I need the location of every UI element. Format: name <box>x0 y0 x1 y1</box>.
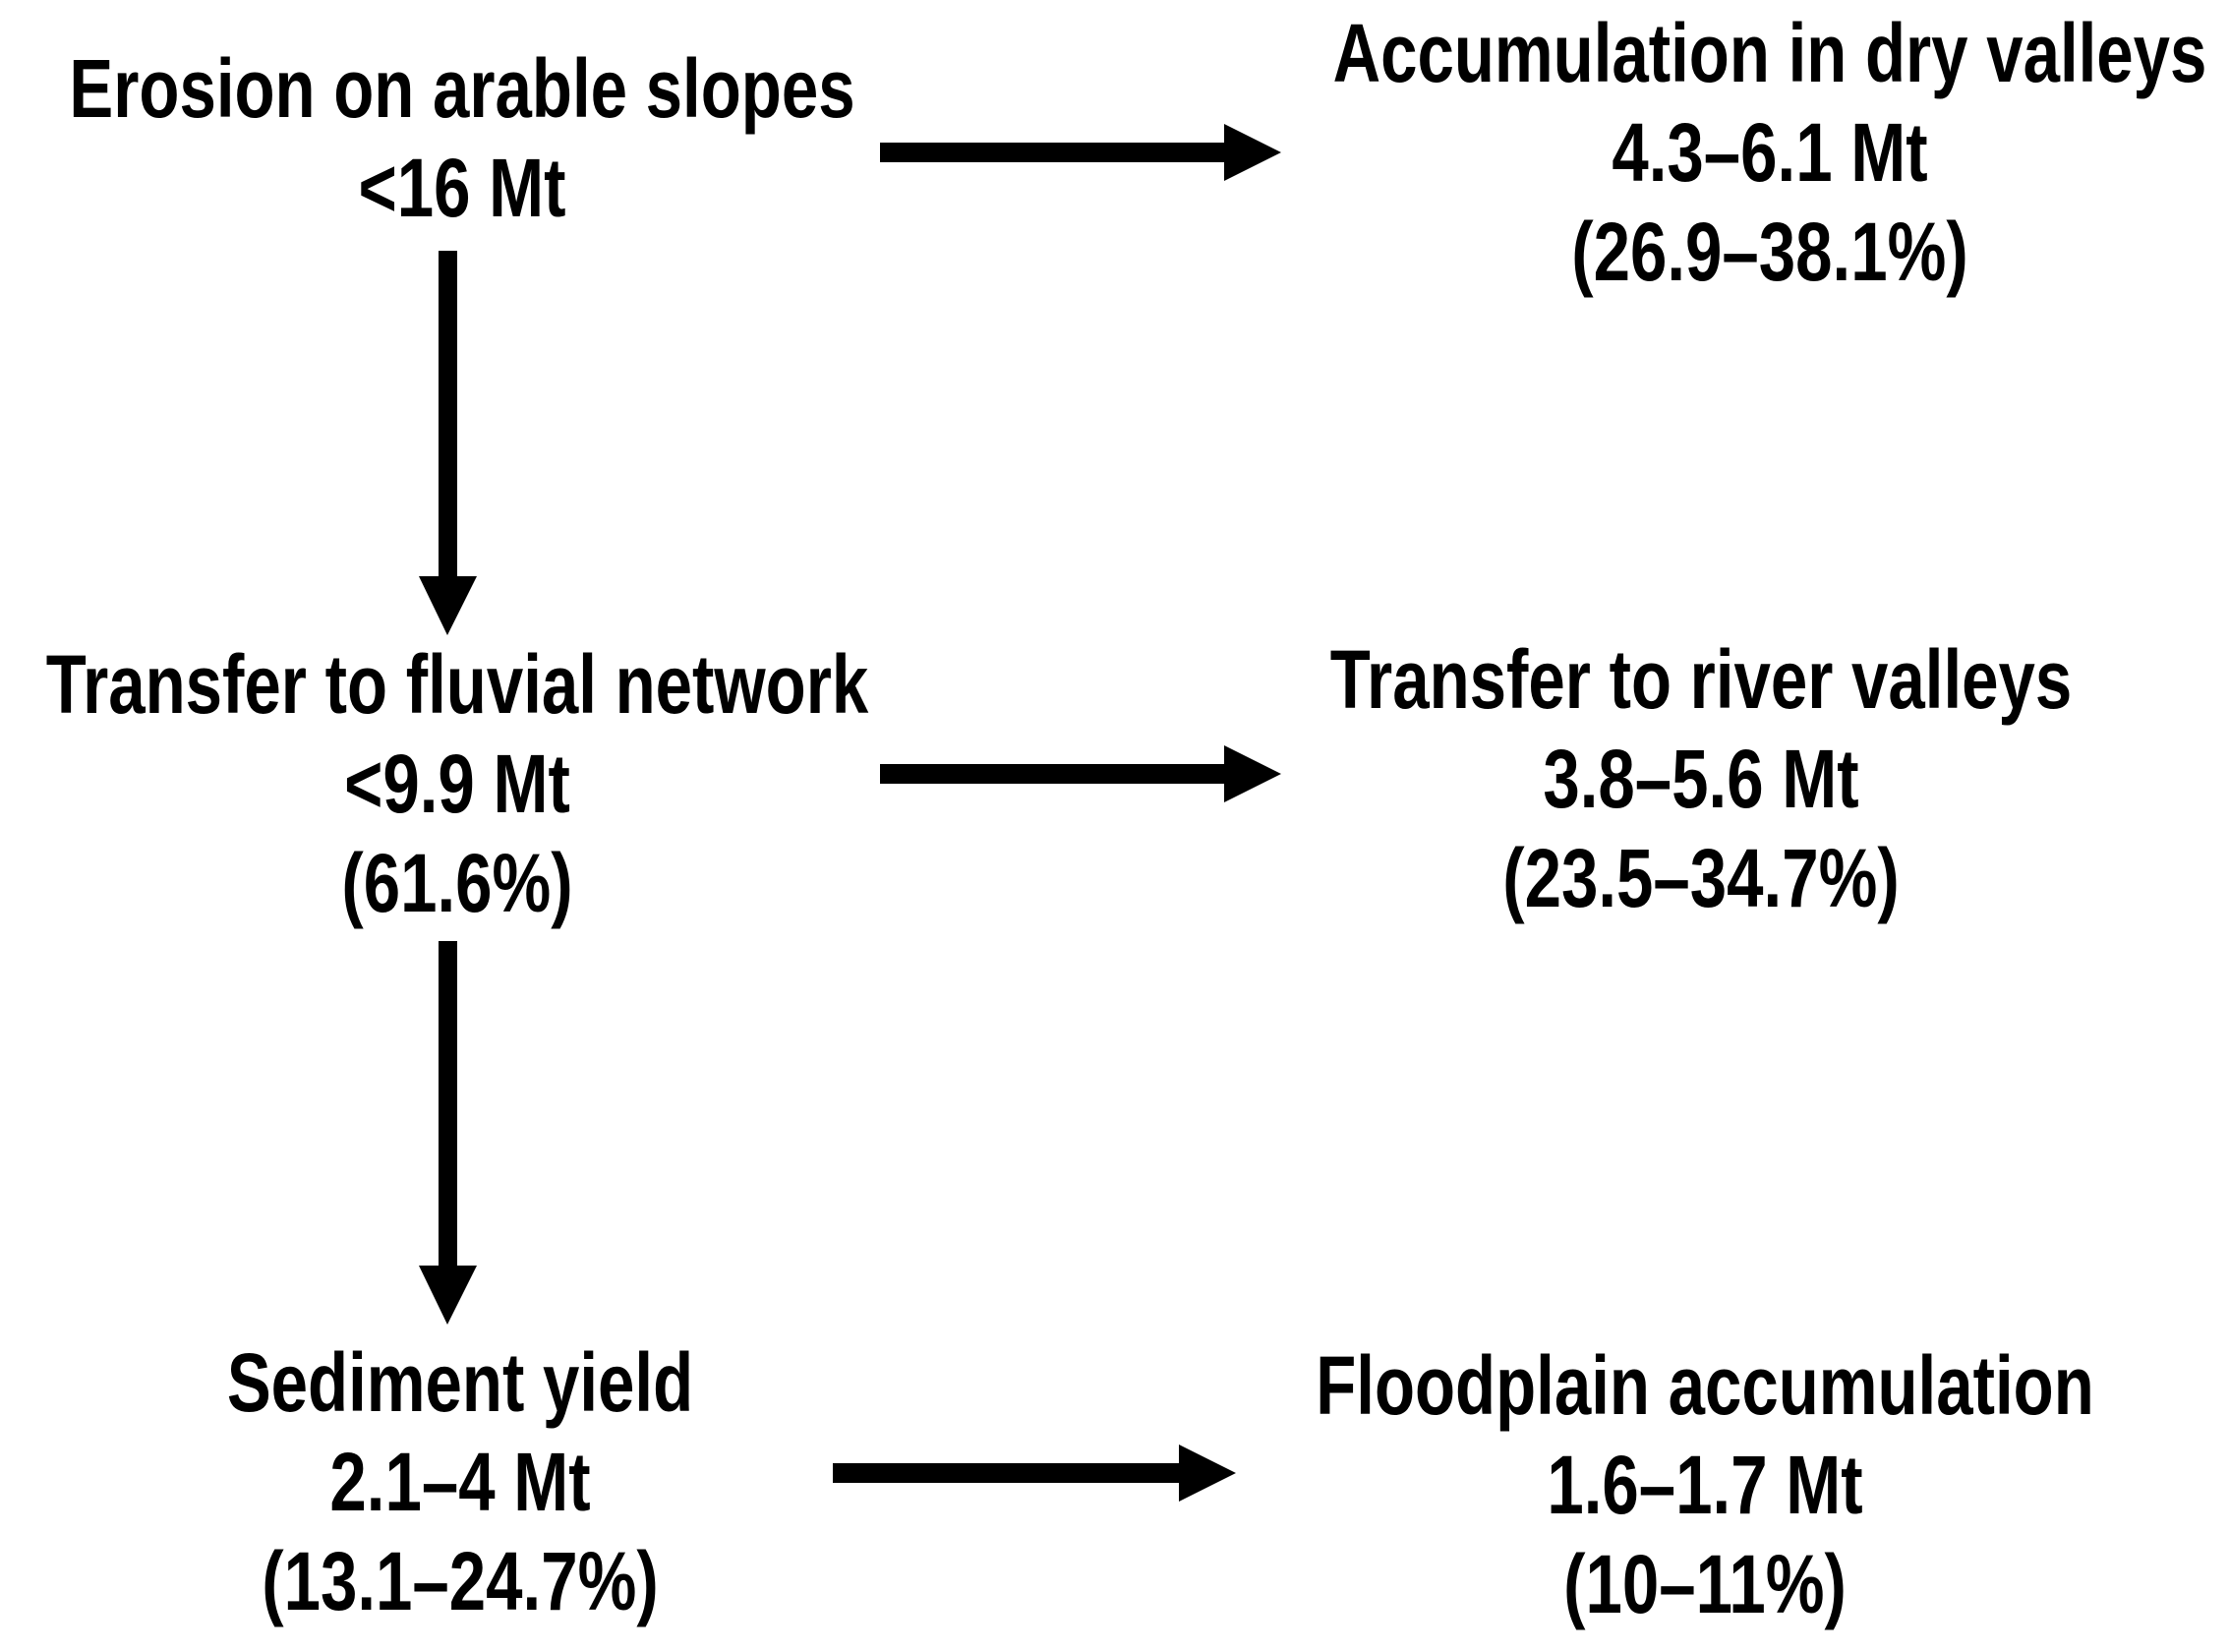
node-amount: <16 Mt <box>358 142 566 234</box>
node-sediment-yield: Sediment yield 2.1–4 Mt (13.1–24.7%) <box>0 1333 932 1631</box>
node-erosion-arable-slopes: Erosion on arable slopes <16 Mt <box>0 39 934 238</box>
node-percent: (13.1–24.7%) <box>262 1535 659 1627</box>
node-amount: 1.6–1.7 Mt <box>1547 1439 1863 1531</box>
arrow-erosion-to-fluvial-network <box>419 251 477 635</box>
node-amount: 3.8–5.6 Mt <box>1543 733 1859 825</box>
node-title: Erosion on arable slopes <box>69 42 855 135</box>
node-percent: (61.6%) <box>341 837 573 929</box>
node-amount: 2.1–4 Mt <box>329 1436 591 1528</box>
node-transfer-river-valleys: Transfer to river valleys 3.8–5.6 Mt (23… <box>1229 630 2173 928</box>
node-title: Accumulation in dry valleys <box>1332 7 2207 99</box>
node-percent: (26.9–38.1%) <box>1571 206 1968 298</box>
arrow-erosion-to-dry-valleys <box>880 124 1281 181</box>
node-title: Transfer to fluvial network <box>45 638 869 731</box>
node-title: Transfer to river valleys <box>1329 633 2073 726</box>
node-floodplain-accumulation: Floodplain accumulation 1.6–1.7 Mt (10–1… <box>1233 1336 2177 1634</box>
node-amount: 4.3–6.1 Mt <box>1612 106 1928 199</box>
node-title: Sediment yield <box>226 1336 694 1429</box>
arrow-fluvial-to-sediment-yield <box>419 941 477 1325</box>
node-transfer-fluvial-network: Transfer to fluvial network <9.9 Mt (61.… <box>0 635 929 933</box>
node-amount: <9.9 Mt <box>344 738 570 830</box>
arrow-fluvial-to-river-valleys <box>880 745 1281 802</box>
node-percent: (23.5–34.7%) <box>1502 832 1900 924</box>
node-title: Floodplain accumulation <box>1316 1339 2094 1432</box>
node-percent: (10–11%) <box>1563 1538 1847 1630</box>
node-accumulation-dry-valleys: Accumulation in dry valleys 4.3–6.1 Mt (… <box>1298 4 2229 302</box>
